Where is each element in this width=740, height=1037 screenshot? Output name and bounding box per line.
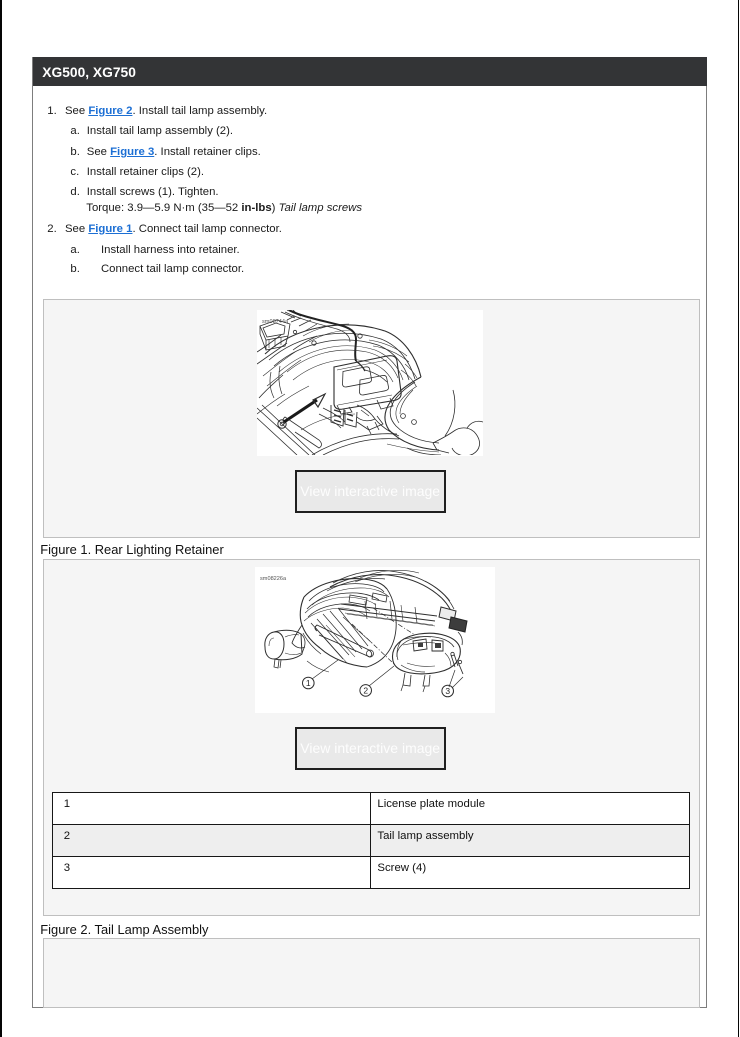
- svg-text:sm08744a: sm08744a: [262, 319, 289, 325]
- svg-text:2: 2: [363, 685, 368, 695]
- svg-text:1: 1: [306, 678, 311, 688]
- svg-text:sm08226a: sm08226a: [260, 576, 287, 582]
- svg-text:3: 3: [445, 686, 450, 696]
